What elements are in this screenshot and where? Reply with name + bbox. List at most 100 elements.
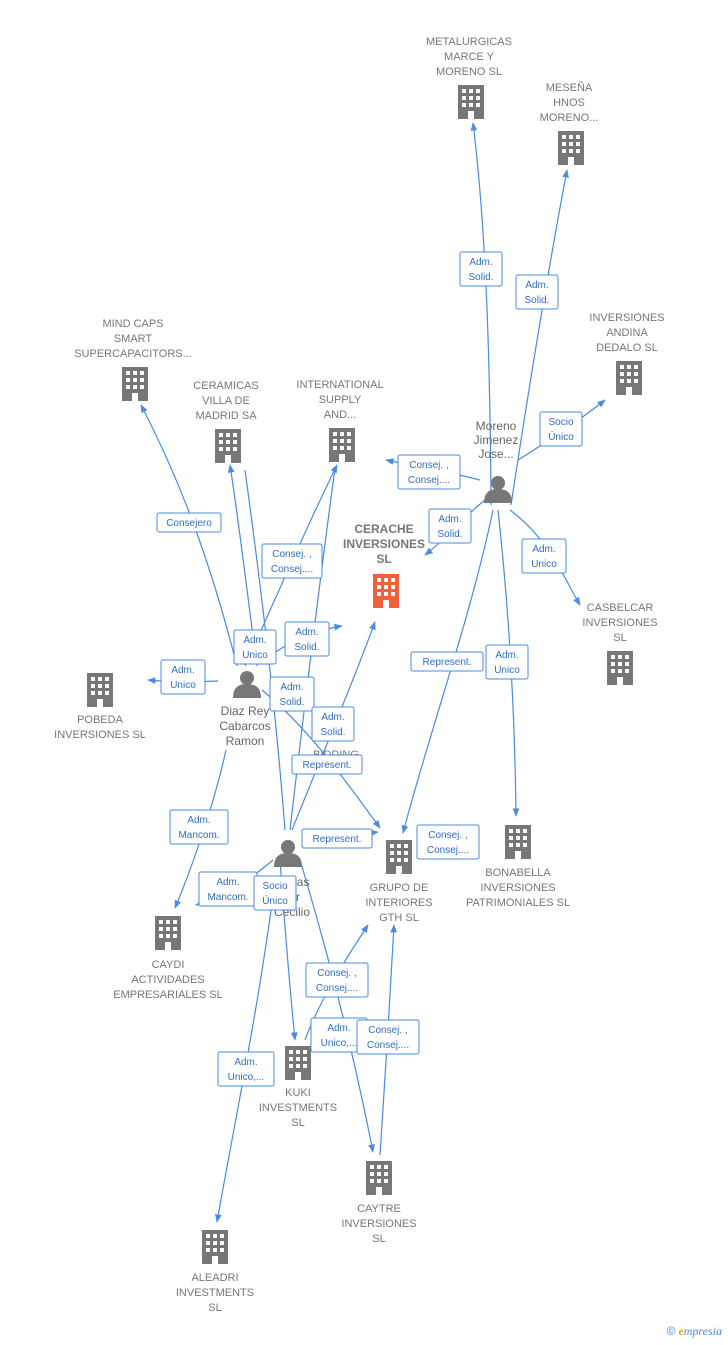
edge-label-box: [356, 1019, 420, 1055]
edge-label-box: [169, 809, 229, 845]
edge-label: Adm. Solid.: [284, 621, 330, 657]
edge-label-box: [269, 676, 315, 712]
edge-label-text: Solid.: [279, 697, 304, 708]
edge-label-text: Adm.: [532, 544, 555, 555]
edge-label-text: Consej. ,: [428, 830, 467, 841]
edge-label-box: [261, 543, 323, 579]
edge-label: Consej. , Consej....: [261, 543, 323, 579]
edge-label-box: [233, 629, 277, 665]
edge-label-text: Mancom.: [178, 830, 219, 841]
edge-label-text: Represent.: [303, 760, 352, 771]
edge-label: Adm.Unico: [521, 538, 567, 574]
edge-label-text: Consej. ,: [317, 968, 356, 979]
edge-label-box: [397, 454, 461, 490]
edge-label-box: [416, 824, 480, 860]
edge-label-text: Adm.: [234, 1057, 257, 1068]
edge-label-text: Unico: [242, 650, 268, 661]
edge-label-text: Unico,...: [321, 1038, 358, 1049]
edge-label-text: Consej. ,: [272, 549, 311, 560]
edge-label-text: Adm.: [469, 257, 492, 268]
edge-label-text: Solid.: [524, 295, 549, 306]
edge-label-box: [515, 274, 559, 310]
edge-label-text: Consej....: [427, 845, 469, 856]
edge-label-box: [311, 706, 355, 742]
edge-label: Consej. , Consej....: [397, 454, 461, 490]
edge-label-text: Solid.: [320, 727, 345, 738]
edge-label-text: Adm.: [216, 877, 239, 888]
edge-moreno-mesena: [510, 169, 569, 506]
edge-label-text: Consejero: [166, 518, 212, 529]
edge-label-box: [485, 644, 529, 680]
edge-label-text: Consej....: [316, 983, 358, 994]
edge-moreno-grupo: [401, 509, 494, 834]
edge-label-box: [428, 508, 472, 544]
edge-label-text: Único: [262, 894, 288, 907]
edge-third-caytre: [299, 859, 375, 1153]
edge-label-box: [521, 538, 567, 574]
edge-label-text: Consej....: [408, 475, 450, 486]
edge-label-text: Adm.: [525, 280, 548, 291]
edge-label-text: Adm.: [495, 650, 518, 661]
edge-label: Adm. Solid.: [459, 251, 503, 287]
edge-label-text: Unico: [494, 665, 520, 676]
edge-label: Adm.Solid.: [311, 706, 355, 742]
brand-initial: e: [678, 1324, 684, 1338]
edge-label: Adm.Solid.: [269, 676, 315, 712]
edge-label-text: Socio: [262, 881, 287, 892]
edge-label-text: Solid.: [468, 272, 493, 283]
copyright-symbol: ©: [666, 1324, 676, 1338]
edge-label-text: Solid.: [294, 642, 319, 653]
edge-label: Adm.Unico: [233, 629, 277, 665]
edge-label: Consej. ,Consej....: [356, 1019, 420, 1055]
edge-label: Adm.Mancom.: [198, 871, 258, 907]
edge-label: Adm.Solid.: [428, 508, 472, 544]
edge-label: Adm.Unico: [160, 659, 206, 695]
edge-label-box: [291, 754, 363, 775]
edge-label-text: Adm.: [295, 627, 318, 638]
label-line: METALURGICAS: [426, 36, 512, 48]
edge-moreno-metalurgicas: [470, 122, 492, 506]
edge-label: Adm. Solid.: [515, 274, 559, 310]
edge-label: Consej. , Consej....: [416, 824, 480, 860]
edge-label-text: Consej. ,: [409, 460, 448, 471]
edge-label-box: [217, 1051, 275, 1087]
edge-label-text: Consej....: [367, 1040, 409, 1051]
edge-label-text: Consej....: [271, 564, 313, 575]
edge-label-text: Adm.: [327, 1023, 350, 1034]
edge-label-box: [410, 651, 484, 672]
edge-label-text: Solid.: [437, 529, 462, 540]
footer-brand: ©empresia: [667, 1324, 722, 1339]
